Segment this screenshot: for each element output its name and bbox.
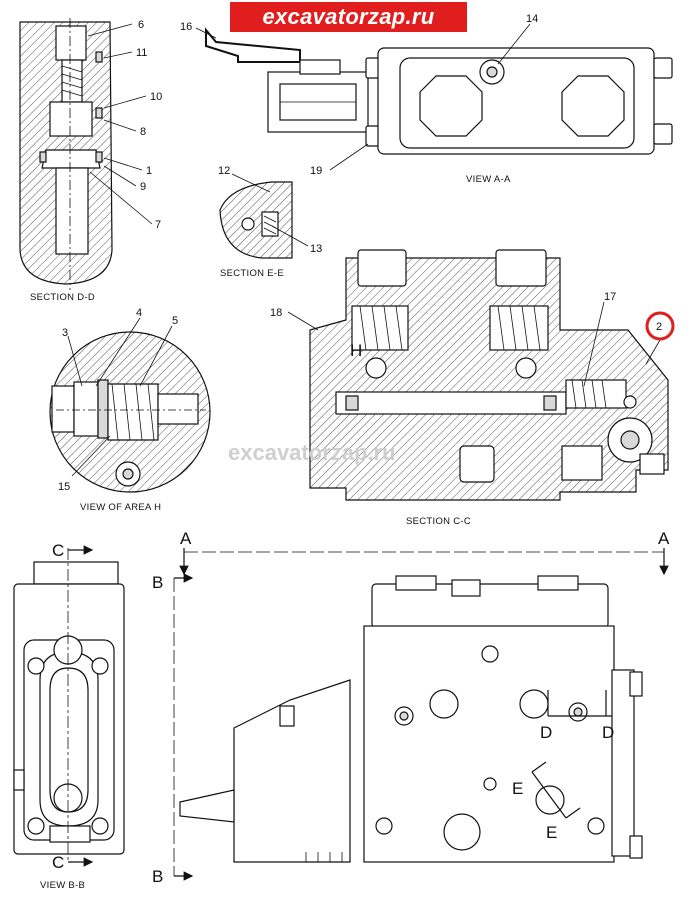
callout-17: 17 [604,291,616,303]
highlight-circle-callout-2 [645,311,675,341]
watermark-text: excavatorzap.ru [228,440,396,465]
callout-15: 15 [58,481,70,493]
section-cc-cut-line [67,545,94,867]
section-mark-e-top: E [512,779,523,798]
section-mark-c-bottom: C [52,853,64,872]
caption-view-bb: VIEW B-B [40,880,85,891]
section-mark-c-top: C [52,541,64,560]
callout-4: 4 [136,307,142,319]
callout-12: 12 [218,165,230,177]
view-area-h-drawing [49,331,211,493]
section-mark-e-bottom: E [546,823,557,842]
caption-section-dd: SECTION D-D [30,292,95,303]
cut-lines-a-b [173,548,669,881]
callout-11: 11 [136,47,147,59]
section-mark-d-left: D [540,723,552,742]
section-mark-a-left: A [180,529,192,548]
callout-3: 3 [62,327,68,339]
site-banner-text: excavatorzap.ru [262,4,435,29]
callout-7: 7 [155,219,161,231]
view-aa-drawing [205,27,673,155]
callout-9: 9 [140,181,146,193]
caption-section-ee: SECTION E-E [220,268,284,279]
section-mark-a-right: A [658,529,670,548]
callout-10: 10 [150,91,162,103]
callout-2: 2 [656,321,662,333]
leader-12 [231,173,271,193]
caption-section-cc: SECTION C-C [406,516,471,527]
view-aa-leaders [195,23,531,171]
callout-19: 19 [310,165,322,177]
section-cc-drawing [309,249,669,501]
section-dd-leaders [87,23,153,225]
section-cut-d-line [547,690,612,717]
main-front-view-drawing [179,575,643,863]
site-banner[interactable]: excavatorzap.ru [230,2,467,32]
section-ee-drawing [219,181,293,259]
section-mark-b-bottom: B [152,867,163,886]
leader-13 [271,225,309,247]
section-mark-h: H [350,341,362,360]
caption-view-aa: VIEW A-A [466,174,511,185]
callout-14: 14 [526,13,538,25]
view-area-h-leaders [67,317,173,477]
section-mark-b-top: B [152,573,163,592]
callout-1: 1 [146,165,152,177]
callout-18: 18 [270,307,282,319]
callout-13: 13 [310,243,322,255]
callout-5: 5 [172,315,178,327]
callout-6: 6 [138,19,144,31]
section-cc-leaders [287,301,661,387]
view-bb-drawing [13,561,125,855]
section-cut-e-line [531,761,581,819]
section-mark-d-right: D [602,723,614,742]
section-dd-drawing [19,18,113,290]
callout-16: 16 [180,21,192,33]
caption-view-area-h: VIEW OF AREA H [80,502,161,513]
callout-8: 8 [140,126,146,138]
